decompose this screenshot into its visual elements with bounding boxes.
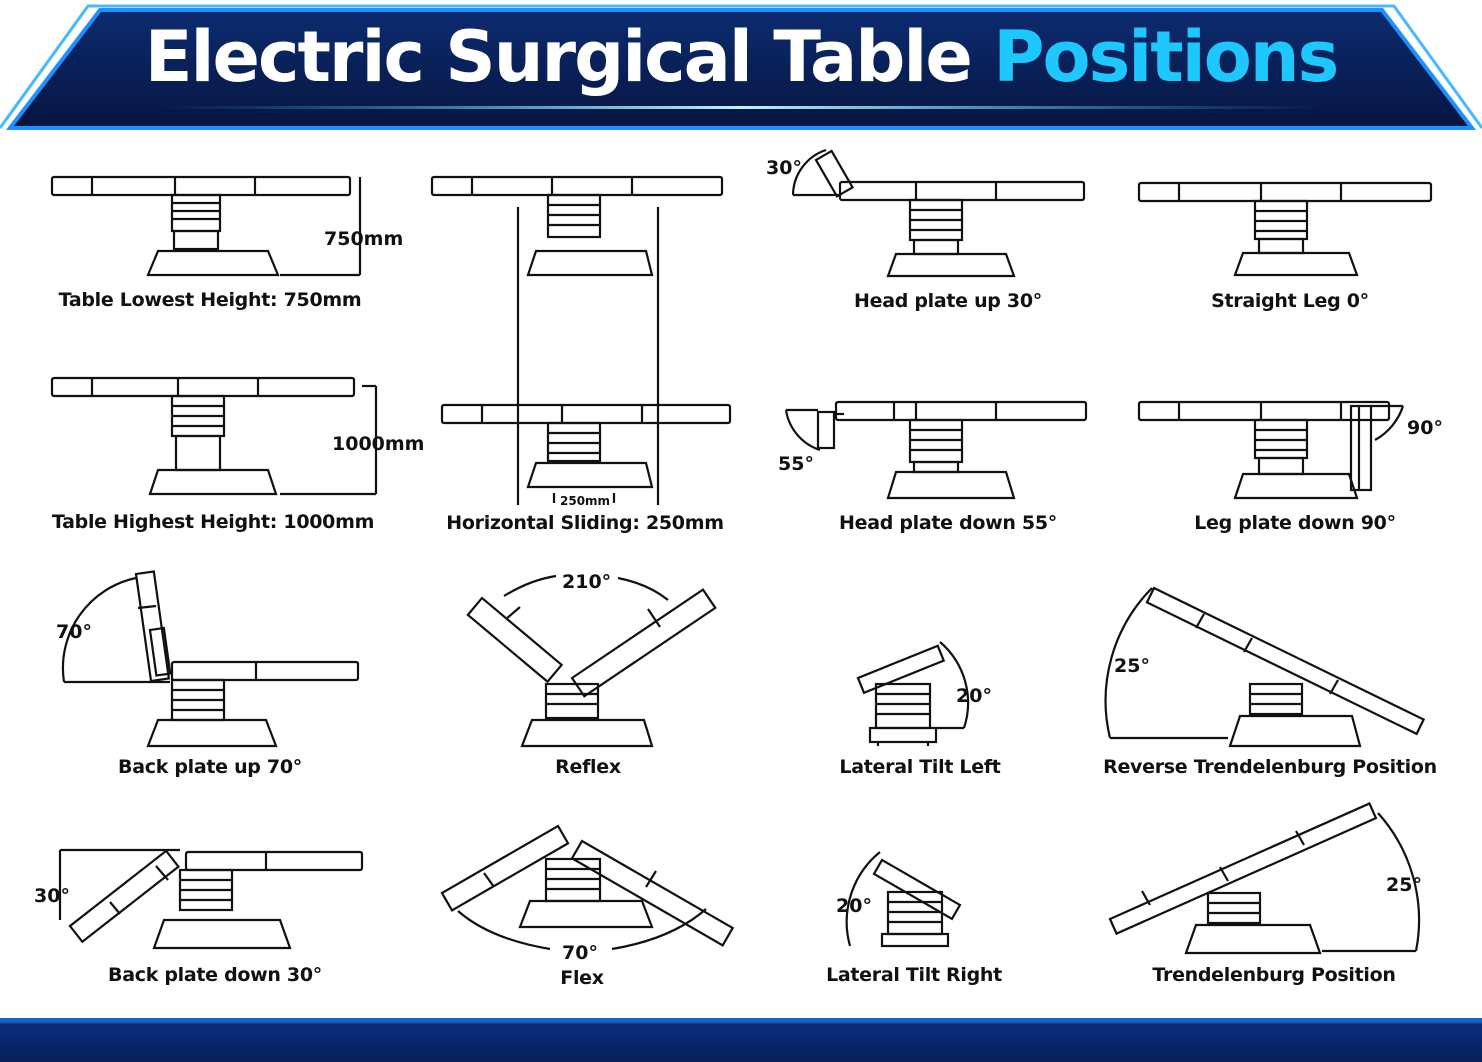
position-label: Table Lowest Height: 750mm <box>58 289 362 311</box>
leg-plate-down-drawing: 90° <box>1137 400 1443 500</box>
position-highest-height: 1000mm Table Highest Height: 1000mm <box>40 368 424 573</box>
position-reflex: 210° Reflex <box>420 566 760 778</box>
position-label: Leg plate down 90° <box>1194 512 1396 534</box>
position-head-plate-down: 55° Head plate down 55° <box>778 392 1118 597</box>
reverse-trendelenburg-drawing: 25° <box>1104 586 1426 748</box>
position-label: Lateral Tilt Right <box>826 964 1002 986</box>
back-plate-down-drawing: 30° <box>34 848 364 950</box>
angle-annotation: 25° <box>1386 874 1422 896</box>
title-banner <box>0 4 1482 130</box>
angle-annotation: 30° <box>34 885 70 907</box>
angle-annotation: 20° <box>956 685 992 707</box>
position-back-plate-down: 30° Back plate down 30° <box>34 840 380 1045</box>
position-label: Horizontal Sliding: 250mm <box>446 512 724 534</box>
table-lowest-height-drawing: 750mm <box>50 175 403 277</box>
position-label: Flex <box>560 967 604 989</box>
table-highest-height-drawing: 1000mm <box>50 376 424 496</box>
flex-drawing: 70° <box>440 824 735 964</box>
back-plate-up-drawing: 70° <box>56 570 360 748</box>
position-back-plate-up: 70° Back plate up 70° <box>40 566 380 778</box>
position-lateral-tilt-left: 20° Lateral Tilt Left <box>778 566 1118 778</box>
position-label: Table Highest Height: 1000mm <box>51 511 375 533</box>
sliding-annotation: 250mm <box>560 494 610 508</box>
position-label: Back plate down 30° <box>108 964 322 986</box>
angle-annotation: 70° <box>562 942 598 964</box>
position-label: Reverse Trendelenburg Position <box>1103 756 1437 778</box>
horizontal-sliding-drawing: 250mm <box>430 175 732 508</box>
page-title: Electric Surgical Table Positions <box>0 14 1482 100</box>
position-flex: 70° Flex <box>420 815 760 1020</box>
position-reverse-trendelenburg: 25° Reverse Trendelenburg Position <box>1100 566 1440 778</box>
position-lateral-tilt-right: 20° Lateral Tilt Right <box>778 840 1118 1045</box>
position-leg-plate-down: 90° Leg plate down 90° <box>1125 392 1465 597</box>
angle-annotation: 210° <box>562 571 611 593</box>
position-label: Trendelenburg Position <box>1152 964 1396 986</box>
position-straight-leg: Straight Leg 0° <box>1125 165 1465 370</box>
trendelenburg-drawing: 25° <box>1108 802 1422 955</box>
position-head-plate-up: 30° Head plate up 30° <box>766 140 1118 345</box>
title-main: Electric Surgical Table <box>144 16 973 98</box>
height-annotation: 1000mm <box>332 433 424 455</box>
position-lowest-height: 750mm Table Lowest Height: 750mm <box>40 165 403 370</box>
lateral-tilt-right-drawing: 20° <box>836 851 962 948</box>
head-plate-up-drawing: 30° <box>766 148 1086 278</box>
position-label: Head plate down 55° <box>839 512 1057 534</box>
angle-annotation: 70° <box>56 621 92 643</box>
footer-bar <box>0 1018 1482 1062</box>
title-highlight: Positions <box>993 16 1339 98</box>
position-label: Lateral Tilt Left <box>839 756 1001 778</box>
position-label: Straight Leg 0° <box>1211 290 1369 312</box>
position-label: Head plate up 30° <box>854 290 1042 312</box>
lateral-tilt-left-drawing: 20° <box>856 641 992 746</box>
height-annotation: 750mm <box>324 228 403 250</box>
straight-leg-drawing <box>1137 181 1433 277</box>
position-label: Back plate up 70° <box>118 756 302 778</box>
angle-annotation: 55° <box>778 453 814 475</box>
head-plate-down-drawing: 55° <box>778 400 1088 500</box>
reflex-drawing: 210° <box>466 571 717 748</box>
position-trendelenburg: 25° Trendelenburg Position <box>1100 795 1440 1000</box>
position-horizontal-sliding: 250mm Horizontal Sliding: 250mm <box>420 165 760 535</box>
angle-annotation: 30° <box>766 157 802 179</box>
position-label: Reflex <box>555 756 621 778</box>
angle-annotation: 20° <box>836 895 872 917</box>
angle-annotation: 25° <box>1114 655 1150 677</box>
angle-annotation: 90° <box>1407 417 1443 439</box>
